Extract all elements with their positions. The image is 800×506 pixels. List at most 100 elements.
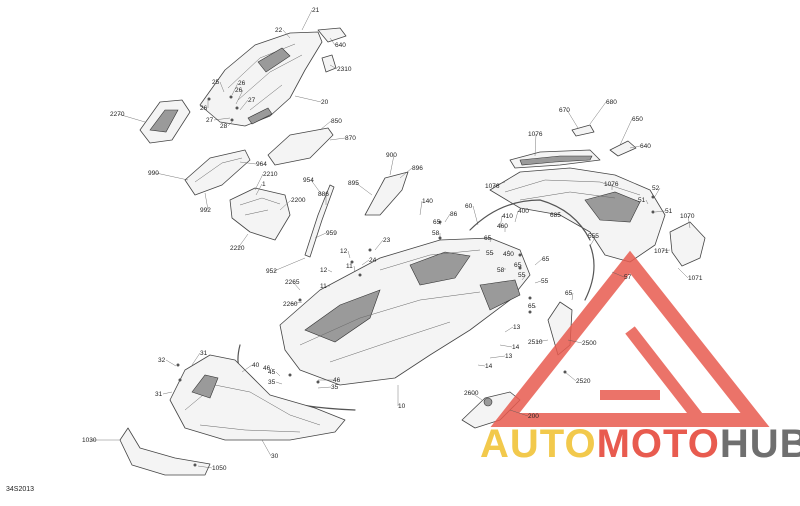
callout-leader-line bbox=[270, 367, 276, 373]
callout-leader-line bbox=[534, 305, 537, 309]
callout-leader-line bbox=[472, 205, 479, 226]
callout-21: 21 bbox=[312, 7, 320, 14]
bracket-assembly-2200 bbox=[229, 187, 291, 241]
callout-65: 65 bbox=[565, 290, 573, 297]
callout-leader-line bbox=[654, 210, 666, 213]
callout-952: 952 bbox=[266, 268, 277, 275]
callout-13: 13 bbox=[505, 353, 513, 360]
callout-leader-line bbox=[619, 118, 633, 146]
parts-layer bbox=[119, 27, 706, 476]
callout-1070: 1070 bbox=[680, 213, 695, 220]
callout-leader-line bbox=[275, 381, 283, 385]
brand-part-auto: AUTO bbox=[480, 422, 597, 466]
callout-leader-line bbox=[355, 182, 373, 196]
callout-200: 200 bbox=[528, 413, 539, 420]
cable-555 bbox=[584, 244, 595, 301]
watermark-logo-icon bbox=[490, 250, 770, 427]
callout-leader-line bbox=[227, 121, 233, 127]
callout-460: 460 bbox=[497, 223, 508, 230]
callout-990: 990 bbox=[148, 170, 159, 177]
callout-900: 900 bbox=[386, 152, 397, 159]
callout-65: 65 bbox=[433, 219, 441, 226]
callout-680: 680 bbox=[606, 99, 617, 106]
callout-14: 14 bbox=[485, 363, 493, 370]
diagram-id-label: 34S2013 bbox=[6, 486, 35, 493]
watermark-brand: AUTOMOTOHUB bbox=[480, 424, 800, 464]
callout-2200: 2200 bbox=[291, 197, 306, 204]
callout-140: 140 bbox=[422, 198, 433, 205]
inner-panel-990-detail bbox=[194, 157, 243, 183]
callout-leader-line bbox=[499, 215, 503, 229]
callout-20: 20 bbox=[321, 99, 329, 106]
callout-410: 410 bbox=[502, 213, 513, 220]
callout-leader-line bbox=[687, 215, 691, 229]
main-body-seat bbox=[304, 289, 381, 343]
callout-895: 895 bbox=[348, 180, 359, 187]
callout-58: 58 bbox=[432, 230, 440, 237]
callout-65: 65 bbox=[542, 256, 550, 263]
callout-26: 26 bbox=[238, 80, 246, 87]
callout-1076: 1076 bbox=[485, 183, 500, 190]
callout-leader-line bbox=[521, 274, 527, 281]
rear-body-detail bbox=[504, 179, 641, 201]
callout-11: 11 bbox=[320, 283, 327, 290]
callout-555: 555 bbox=[588, 233, 599, 240]
callout-30: 30 bbox=[271, 453, 279, 460]
callout-leader-line bbox=[504, 326, 514, 333]
callout-640: 640 bbox=[335, 42, 346, 49]
callout-2500: 2500 bbox=[582, 340, 597, 347]
callout-954: 954 bbox=[303, 177, 314, 184]
callout-1030: 1030 bbox=[82, 437, 97, 444]
callout-leader-line bbox=[353, 265, 356, 273]
callout-leader-line bbox=[439, 221, 442, 226]
callout-leader-line bbox=[314, 232, 327, 239]
rear-side-panel-1070 bbox=[669, 221, 706, 267]
callout-leader-line bbox=[191, 352, 201, 366]
callout-leader-line bbox=[564, 371, 577, 382]
callout-leader-line bbox=[282, 29, 291, 39]
callout-640: 640 bbox=[640, 143, 651, 150]
callout-leader-line bbox=[231, 82, 239, 96]
callout-31: 31 bbox=[155, 391, 163, 398]
callout-52: 52 bbox=[652, 185, 660, 192]
callout-31: 31 bbox=[200, 350, 208, 357]
callout-leader-line bbox=[237, 233, 249, 249]
callout-leader-line bbox=[534, 133, 537, 157]
callout-46: 46 bbox=[263, 365, 271, 372]
callout-2520: 2520 bbox=[576, 378, 591, 385]
callout-leader-line bbox=[444, 213, 451, 223]
callout-46: 46 bbox=[333, 377, 341, 384]
callout-leader-line bbox=[653, 187, 661, 199]
brand-part-hub: HUB bbox=[719, 422, 800, 466]
callout-1: 1 bbox=[262, 181, 266, 188]
callout-2270: 2270 bbox=[110, 111, 125, 118]
rear-body-assembly bbox=[489, 167, 666, 263]
side-deflector-895 bbox=[364, 171, 409, 216]
callout-57: 57 bbox=[624, 274, 632, 281]
callout-1076: 1076 bbox=[528, 131, 543, 138]
callout-leader-line bbox=[419, 200, 423, 216]
callout-leader-line bbox=[213, 117, 231, 121]
main-body-panel bbox=[479, 279, 521, 311]
callout-896: 896 bbox=[412, 165, 423, 172]
callout-leader-line bbox=[571, 292, 574, 301]
callout-leader-line bbox=[499, 344, 513, 348]
callout-leader-line bbox=[155, 172, 189, 181]
callout-leader-line bbox=[275, 371, 281, 377]
callout-leader-line bbox=[319, 120, 332, 131]
callout-leader-line bbox=[254, 173, 264, 191]
callout-leader-line bbox=[535, 339, 549, 343]
callout-2210: 2210 bbox=[263, 171, 278, 178]
callout-10: 10 bbox=[398, 403, 406, 410]
callout-959: 959 bbox=[326, 230, 337, 237]
callout-leader-line bbox=[310, 179, 323, 196]
callout-35: 35 bbox=[331, 384, 339, 391]
callout-leader-line bbox=[273, 257, 306, 272]
callout-leader-line bbox=[239, 161, 257, 165]
callout-12: 12 bbox=[340, 248, 348, 255]
callout-leader-line bbox=[317, 386, 332, 389]
callout-leader-line bbox=[292, 281, 301, 291]
callout-24: 24 bbox=[369, 257, 377, 264]
front-fairing-vent bbox=[191, 374, 219, 399]
callout-leader-line bbox=[661, 249, 671, 252]
